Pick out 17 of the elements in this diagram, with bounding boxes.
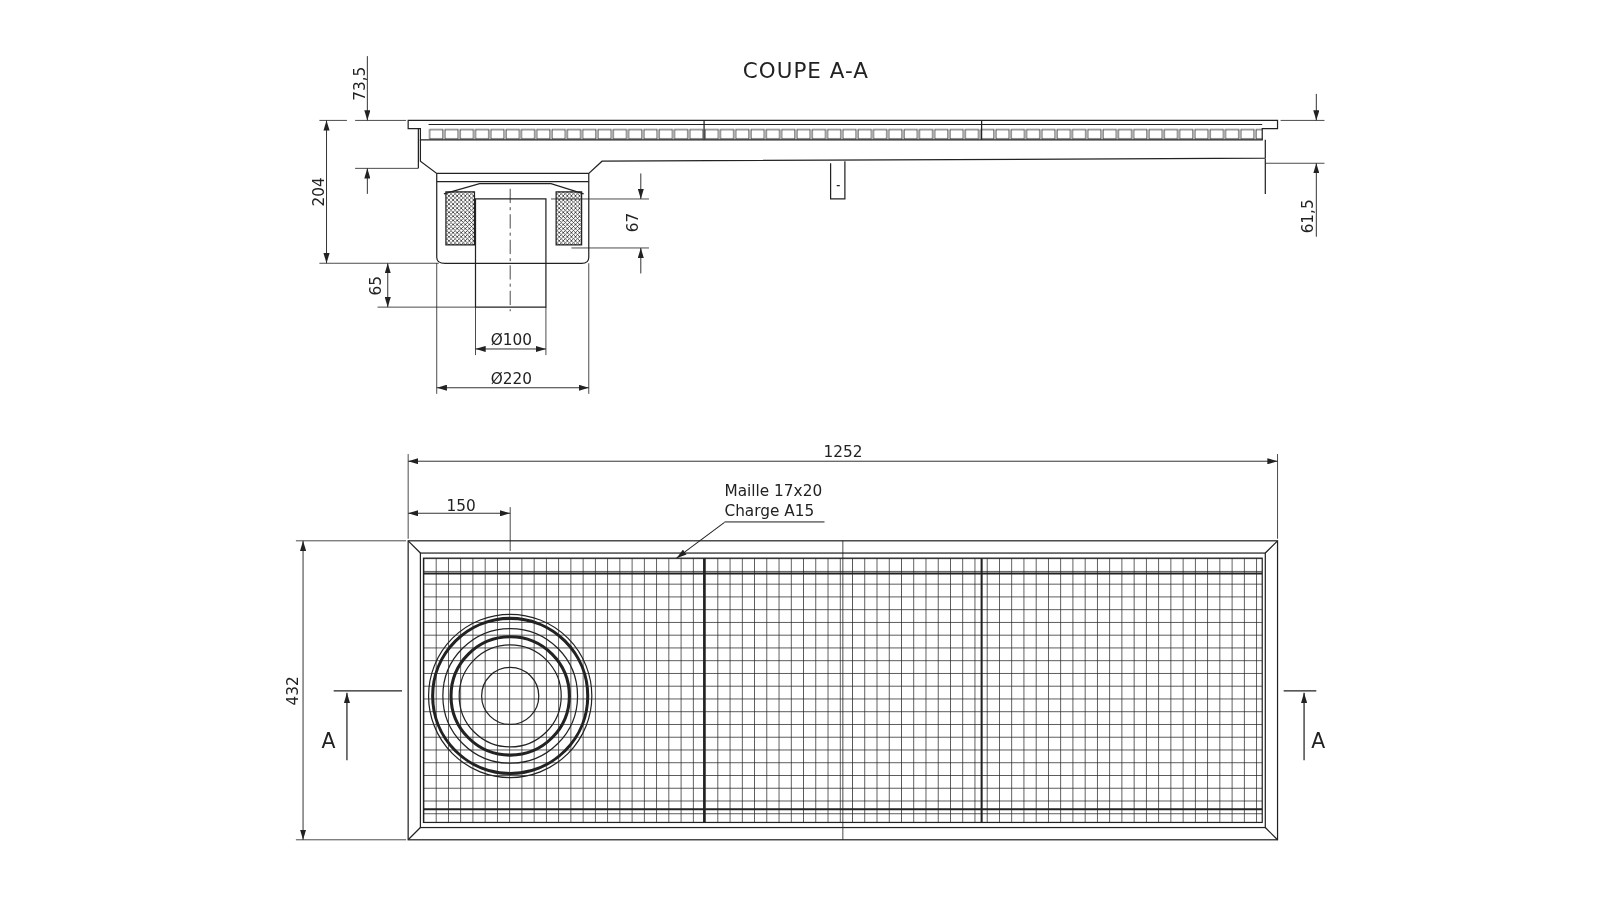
dimension-value: 73,5 bbox=[351, 66, 368, 101]
dimension-value: 204 bbox=[310, 177, 327, 207]
dimension-value: 432 bbox=[284, 676, 301, 706]
section-title: COUPE A-A bbox=[742, 58, 869, 83]
grating-drawing bbox=[407, 540, 1279, 841]
callout-text: Charge A15 bbox=[724, 501, 816, 522]
leader-line bbox=[676, 521, 725, 559]
dimension-value: 61,5 bbox=[1299, 199, 1316, 234]
dimension-value: 150 bbox=[446, 497, 476, 515]
dimension-value: 65 bbox=[367, 275, 384, 296]
section-label: A bbox=[321, 729, 336, 753]
dimension-value: 1252 bbox=[823, 443, 863, 461]
dimension-value: 67 bbox=[624, 212, 641, 233]
dimension-value: Ø220 bbox=[490, 370, 533, 387]
callout-text: Maille 17x20 bbox=[724, 480, 823, 501]
section-label: A bbox=[1311, 729, 1326, 753]
dimension-value: Ø100 bbox=[490, 331, 533, 348]
